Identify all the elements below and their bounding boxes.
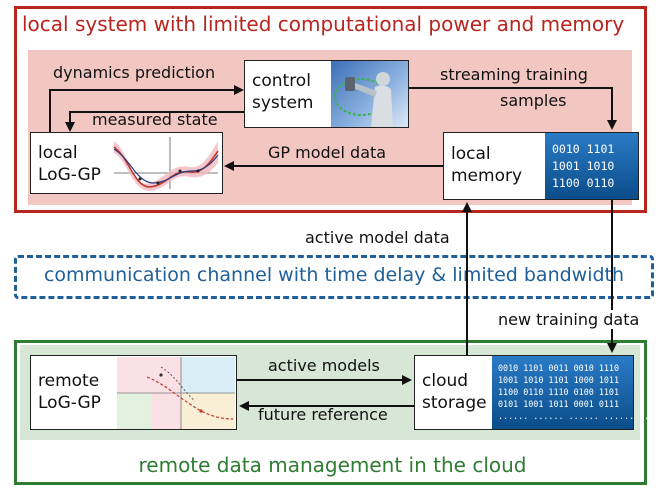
cloud-storage-bits-panel <box>492 356 633 429</box>
local-memory-bits: 0010 1101 1001 1010 1100 0110 <box>552 141 614 192</box>
robot-arm-image <box>331 61 408 127</box>
local-memory-line1: local <box>451 144 491 164</box>
robot-figure-icon <box>334 72 393 127</box>
bits-row: 1100 0110 <box>552 176 615 190</box>
streaming-training-label-line1: streaming training <box>440 65 588 84</box>
cloud-storage-bits: 0010 1101 0011 0010 1110 1001 1010 1101 … <box>498 362 665 422</box>
gp-plot-graphic <box>113 137 219 191</box>
bits-row: 1001 1010 <box>552 159 615 173</box>
local-system-title: local system with limited computational … <box>22 12 625 36</box>
remote-log-gp-line1: remote <box>38 371 100 391</box>
active-models-label: active models <box>268 356 380 375</box>
bits-row: ...... ...... ...... ...... ...... <box>498 411 665 421</box>
cloud-storage-label: cloud storage <box>422 370 487 414</box>
streaming-samples-arrow <box>409 87 617 130</box>
local-log-gp-label: local LoG-GP <box>38 142 101 186</box>
local-memory-bits-panel <box>545 133 638 199</box>
local-memory-label: local memory <box>451 143 522 187</box>
bits-row: 1001 1010 1101 1000 1011 <box>498 375 620 385</box>
dynamics-prediction-arrow <box>49 85 244 132</box>
control-system-line1: control <box>252 71 311 91</box>
cloud-storage-line2: storage <box>422 393 487 413</box>
local-log-gp-line2: LoG-GP <box>38 165 101 185</box>
streaming-training-label-line2: samples <box>500 91 567 110</box>
cloud-storage-line1: cloud <box>422 371 469 391</box>
bits-row: 0101 1001 1011 0001 0111 <box>498 399 620 409</box>
gp-regression-plot <box>110 133 222 193</box>
communication-channel <box>14 255 654 299</box>
remote-log-gp-line2: LoG-GP <box>38 393 101 413</box>
local-memory-line2: memory <box>451 166 523 186</box>
bits-row: 0010 1101 <box>552 142 615 156</box>
measured-state-arrow <box>65 111 244 132</box>
control-system-line2: system <box>252 93 314 113</box>
partition-plot-graphic <box>117 357 235 429</box>
gp-model-data-label: GP model data <box>268 143 387 162</box>
dynamics-prediction-label: dynamics prediction <box>53 63 216 82</box>
control-system-label: control system <box>252 70 313 114</box>
new-training-data-label: new training data <box>497 310 641 329</box>
measured-state-label: measured state <box>92 110 218 129</box>
bits-row: 0010 1101 0011 0010 1110 <box>498 363 620 373</box>
local-log-gp-line1: local <box>38 143 78 163</box>
future-reference-label: future reference <box>258 405 388 424</box>
remote-log-gp-label: remote LoG-GP <box>38 370 101 414</box>
communication-channel-label: communication channel with time delay & … <box>43 264 625 286</box>
log-gp-partition-plot <box>117 357 235 429</box>
bits-row: 1100 0110 1110 0100 1101 <box>498 387 620 397</box>
remote-system-title: remote data management in the cloud <box>138 453 527 477</box>
active-model-data-label: active model data <box>305 228 450 247</box>
